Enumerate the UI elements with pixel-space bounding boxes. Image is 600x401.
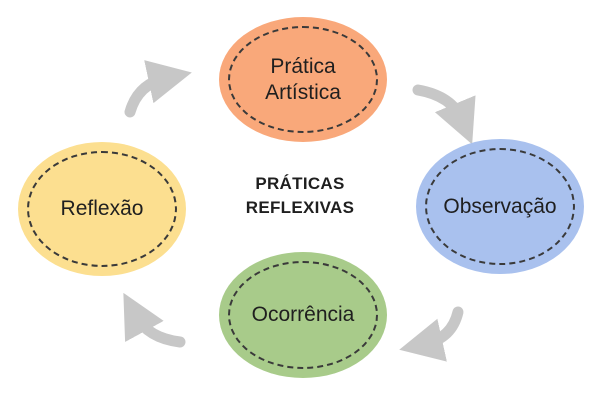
node-label: Reflexão xyxy=(60,197,144,221)
diagram-title-line-1: PRÁTICAS xyxy=(255,174,345,193)
diagram-title: PRÁTICAS REFLEXIVAS xyxy=(220,172,380,220)
node-ocorrencia: Ocorrência xyxy=(219,252,387,378)
node-pratica-artistica: Prática Artística xyxy=(219,17,387,142)
node-label: Ocorrência xyxy=(251,303,355,327)
node-ring xyxy=(228,261,378,369)
node-ring xyxy=(425,148,575,265)
arrow-top-right xyxy=(412,84,476,145)
node-label: Observação xyxy=(443,194,557,218)
diagram-title-line-2: REFLEXIVAS xyxy=(245,197,355,217)
node-reflexao: Reflexão xyxy=(18,142,186,276)
node-label: Prática Artística xyxy=(265,54,341,104)
node-ring xyxy=(228,26,378,133)
arrow-bottom-right xyxy=(399,306,464,362)
node-observacao: Observação xyxy=(416,139,584,274)
arrow-bottom-left xyxy=(123,292,186,348)
node-ring xyxy=(27,151,177,267)
arrow-top-left xyxy=(124,60,192,118)
